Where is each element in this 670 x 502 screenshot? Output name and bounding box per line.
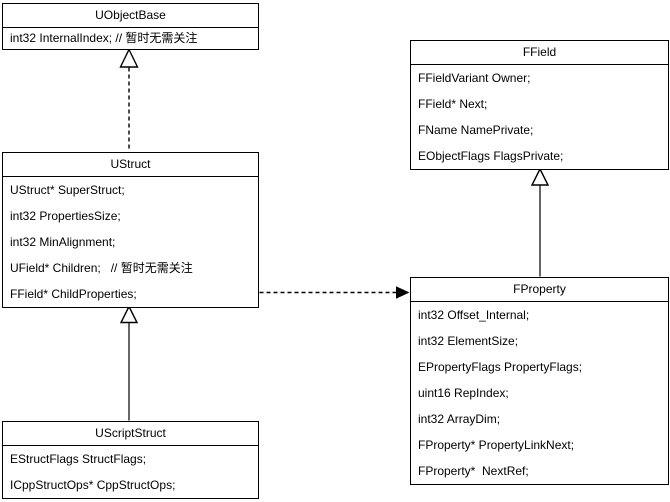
- class-field: EStructFlags StructFlags;: [10, 452, 147, 466]
- class-field: uint16 RepIndex;: [418, 386, 509, 400]
- generalization-arrow-ustruct-to-uobjectbase: [119, 47, 139, 152]
- class-field: int32 ElementSize;: [418, 334, 519, 348]
- class-field: UStruct* SuperStruct;: [10, 183, 125, 197]
- class-field: FField* Next;: [418, 97, 488, 111]
- class-box-fproperty: FProperty int32 Offset_Internal; int32 E…: [410, 277, 669, 485]
- class-field: UField* Children; // 暂时无需关注: [10, 261, 193, 275]
- class-field: FProperty* PropertyLinkNext;: [418, 438, 575, 452]
- class-box-ffield: FField FFieldVariant Owner; FField* Next…: [410, 40, 669, 170]
- class-title-ustruct: UStruct: [3, 153, 258, 177]
- class-field: int32 ArrayDim;: [418, 412, 501, 426]
- class-field: FFieldVariant Owner;: [418, 71, 531, 85]
- hollow-triangle-head: [119, 47, 139, 68]
- class-title-uscriptstruct: UScriptStruct: [3, 422, 258, 446]
- filled-arrow-head: [396, 286, 410, 299]
- class-field: ICppStructOps* CppStructOps;: [10, 478, 176, 492]
- class-field: EObjectFlags FlagsPrivate;: [418, 149, 564, 163]
- class-field: FName NamePrivate;: [418, 123, 534, 137]
- class-field: int32 PropertiesSize;: [10, 209, 121, 223]
- class-field: int32 InternalIndex; // 暂时无需关注: [10, 31, 198, 45]
- class-title-uobjectbase: UObjectBase: [3, 4, 258, 28]
- hollow-triangle-head: [119, 304, 139, 324]
- class-box-uscriptstruct: UScriptStruct EStructFlags StructFlags; …: [2, 421, 259, 499]
- class-box-uobjectbase: UObjectBase int32 InternalIndex; // 暂时无需…: [2, 3, 259, 50]
- generalization-arrow-uscriptstruct-to-ustruct: [119, 304, 139, 421]
- class-title-fproperty: FProperty: [411, 278, 668, 302]
- class-field: int32 MinAlignment;: [10, 235, 116, 249]
- class-box-ustruct: UStruct UStruct* SuperStruct; int32 Prop…: [2, 152, 259, 308]
- hollow-triangle-head: [530, 167, 550, 186]
- class-title-ffield: FField: [411, 41, 668, 65]
- dependency-arrow-ustruct-to-fproperty: [259, 286, 410, 299]
- class-field: FField* ChildProperties;: [10, 287, 137, 301]
- class-field: FProperty* NextRef;: [418, 464, 529, 478]
- generalization-arrow-fproperty-to-ffield: [530, 167, 550, 277]
- class-field: EPropertyFlags PropertyFlags;: [418, 360, 583, 374]
- class-field: int32 Offset_Internal;: [418, 308, 530, 322]
